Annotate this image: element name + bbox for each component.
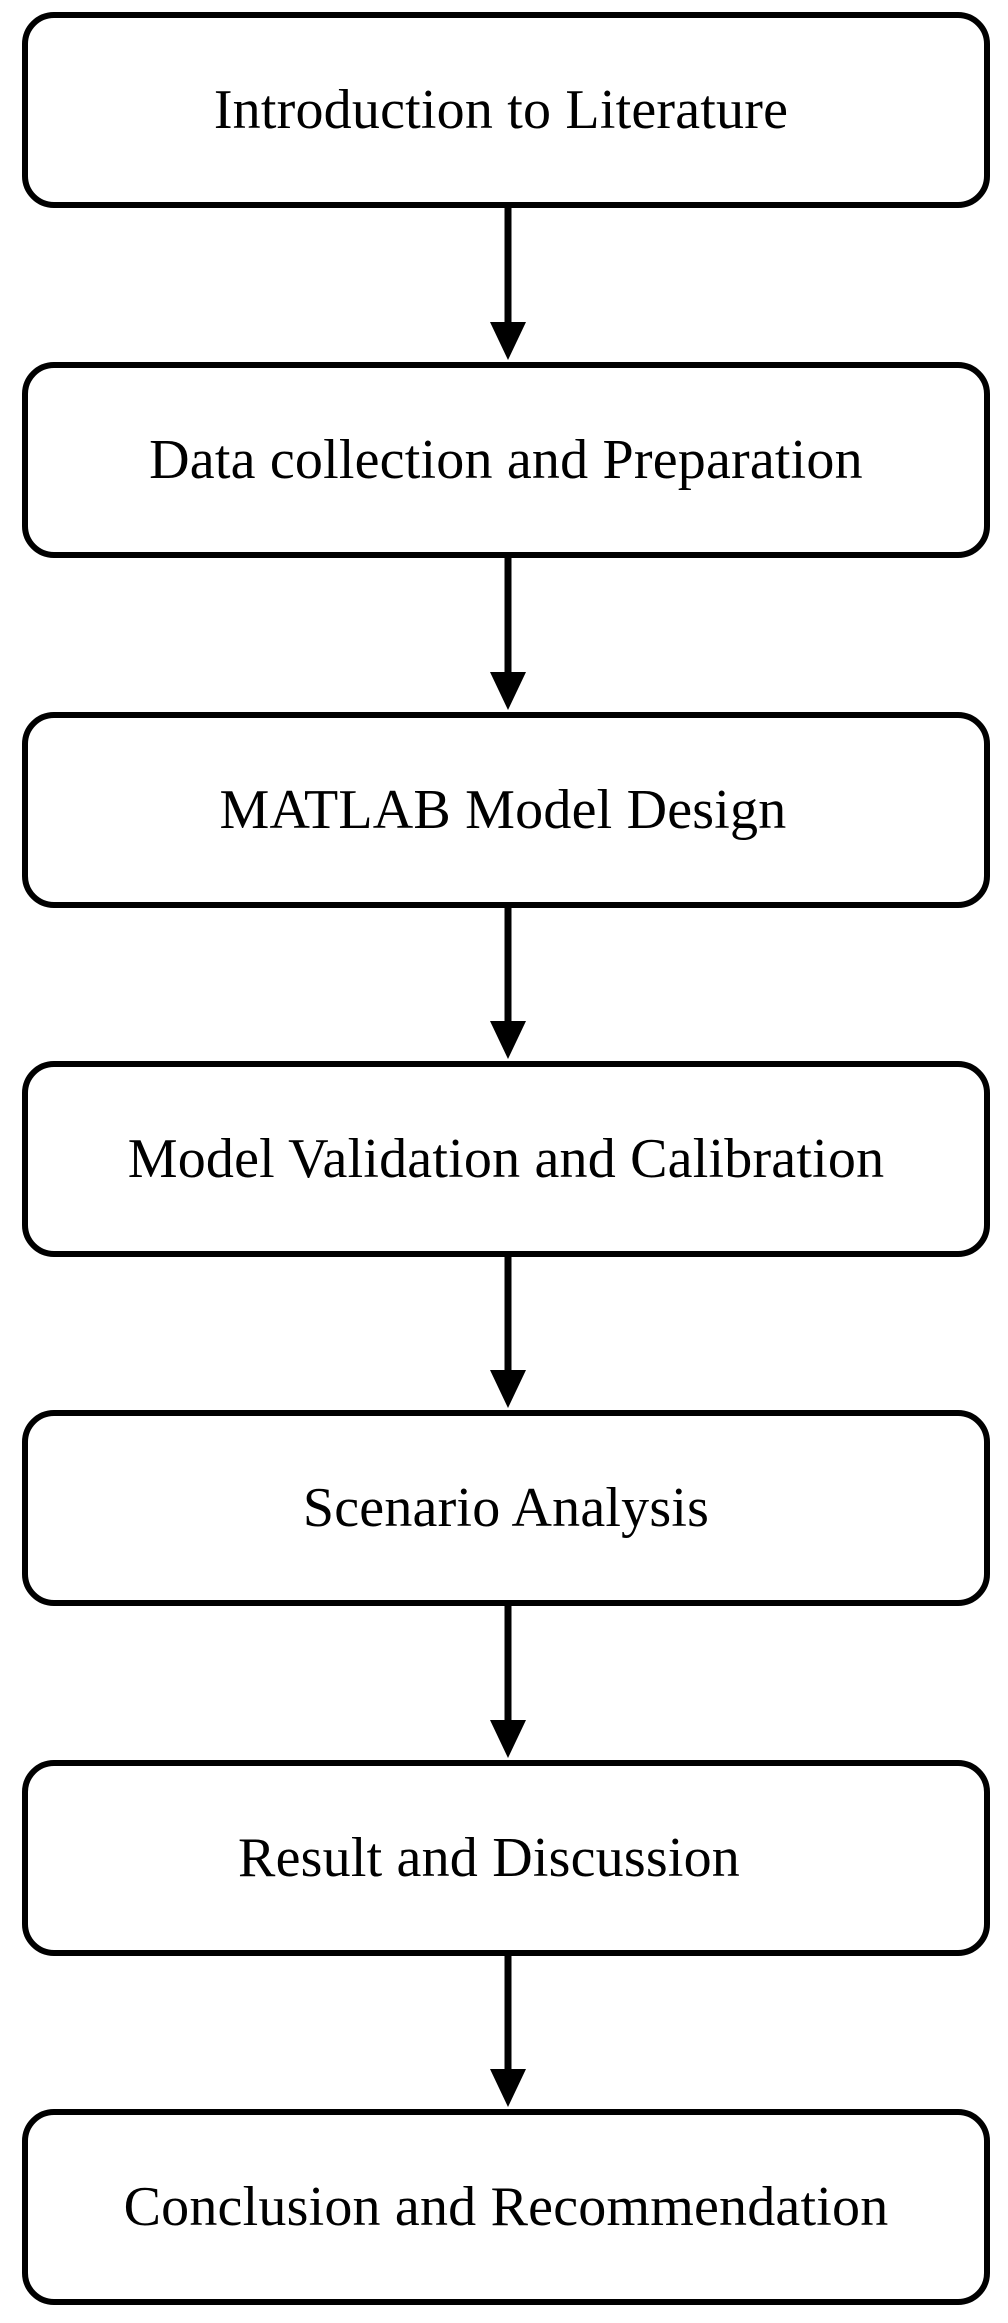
step-result-and-discussion: Result and Discussion <box>22 1760 990 1956</box>
step-introduction-to-literature: Introduction to Literature <box>22 12 990 208</box>
step-label: Conclusion and Recommendation <box>123 2176 889 2238</box>
arrow-1-to-2 <box>490 208 526 360</box>
step-scenario-analysis: Scenario Analysis <box>22 1410 990 1606</box>
step-data-collection-and-preparation: Data collection and Preparation <box>22 362 990 558</box>
arrow-3-to-4 <box>490 908 526 1059</box>
step-matlab-model-design: MATLAB Model Design <box>22 712 990 908</box>
step-model-validation-and-calibration: Model Validation and Calibration <box>22 1061 990 1257</box>
step-label: Result and Discussion <box>238 1827 740 1889</box>
arrow-5-to-6 <box>490 1606 526 1758</box>
step-conclusion-and-recommendation: Conclusion and Recommendation <box>22 2109 990 2305</box>
step-label: Model Validation and Calibration <box>127 1128 885 1190</box>
step-label: Scenario Analysis <box>302 1477 710 1539</box>
arrow-6-to-7 <box>490 1956 526 2107</box>
step-label: MATLAB Model Design <box>219 779 787 841</box>
arrow-2-to-3 <box>490 558 526 710</box>
step-label: Data collection and Preparation <box>149 429 863 491</box>
step-label: Introduction to Literature <box>213 79 789 141</box>
arrow-4-to-5 <box>490 1257 526 1408</box>
